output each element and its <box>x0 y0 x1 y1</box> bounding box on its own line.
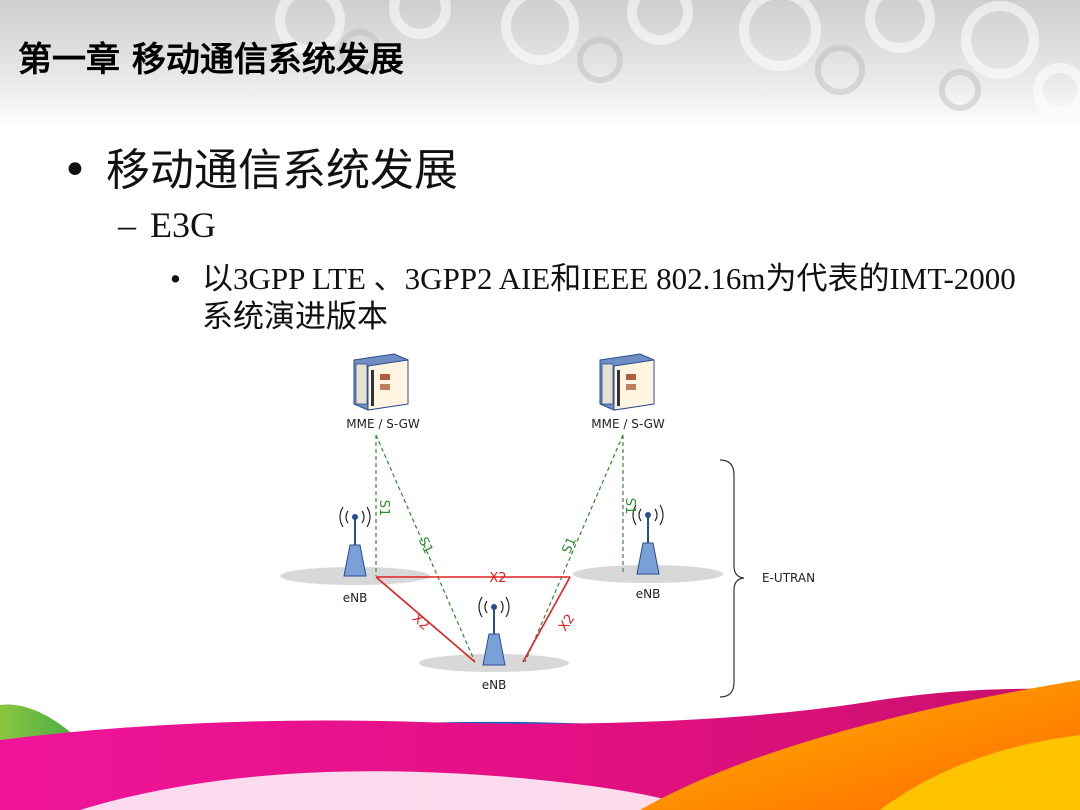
bullet-level3-text: 以3GPP LTE 、3GPP2 AIE和IEEE 802.16m为代表的IMT… <box>202 261 1016 334</box>
mme-sgw-label: MME / S-GW <box>346 417 420 431</box>
s1-label: S1 <box>622 498 637 515</box>
bullet-level2: –E3G <box>118 204 216 246</box>
bullet-level3: • 以3GPP LTE 、3GPP2 AIE和IEEE 802.16m为代表的I… <box>170 260 1030 336</box>
s1-label: S1 <box>376 500 391 517</box>
s1-label: S1 <box>560 535 580 556</box>
mme-sgw-label: MME / S-GW <box>591 417 665 431</box>
e-utran-network-diagram: MME / S-GW MME / S-GW eNB eNB eNB X2 X2 … <box>280 353 815 698</box>
s1-link-left-diagonal <box>375 434 476 663</box>
s1-label: S1 <box>415 535 435 556</box>
bullet-level2-text: E3G <box>150 205 216 245</box>
background-swirl-decoration <box>275 0 1080 117</box>
x2-label: X2 <box>489 571 506 586</box>
x2-link-left <box>375 576 476 663</box>
bottom-swoosh-decoration <box>0 680 1080 810</box>
server-icon <box>353 353 409 411</box>
enb-label: eNB <box>482 678 507 692</box>
e-utran-brace <box>719 459 745 698</box>
dash-marker: – <box>118 205 136 245</box>
server-icon <box>599 353 655 411</box>
antenna-icon <box>478 596 510 666</box>
x2-label: X2 <box>409 611 432 634</box>
x2-link-right <box>522 576 571 663</box>
bullet-level1: • 移动通信系统发展 <box>62 134 458 198</box>
bullet-marker: • <box>62 145 88 196</box>
e-utran-label: E-UTRAN <box>762 571 815 585</box>
s1-link-right-diagonal <box>524 434 624 663</box>
enb-label: eNB <box>636 587 661 601</box>
slide-title: 第一章 移动通信系统发展 <box>18 40 404 80</box>
x2-label: X2 <box>556 612 578 635</box>
antenna-icon <box>339 506 371 577</box>
antenna-icon <box>632 504 664 575</box>
bullet-marker: • <box>170 261 181 296</box>
bullet-level1-text: 移动通信系统发展 <box>106 145 458 196</box>
enb-label: eNB <box>343 591 368 605</box>
